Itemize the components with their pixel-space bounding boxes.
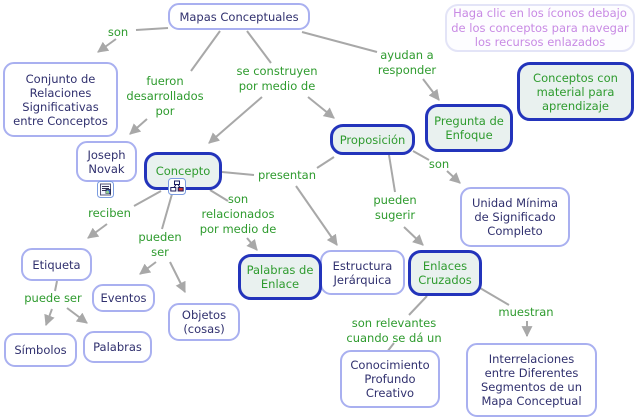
link-mapas-to-seconstruyen bbox=[246, 30, 272, 64]
cmap-resource-icon[interactable] bbox=[168, 178, 186, 199]
instructions-note: Haga clic en los íconos debajo de los co… bbox=[445, 4, 635, 52]
concept-joseph-novak[interactable]: Joseph Novak bbox=[76, 141, 137, 182]
link-reciben-to-etiqueta bbox=[87, 223, 108, 239]
concept-label: Pregunta de Enfoque bbox=[434, 114, 504, 142]
link-presentan-to-estructura bbox=[295, 185, 338, 246]
linking-phrase-muestran: muestran bbox=[498, 305, 554, 319]
concept-label: Eventos bbox=[100, 291, 147, 305]
concept-label: Unidad Mínima de Significado Completo bbox=[471, 196, 559, 238]
linking-phrase-puede-ser: puede ser bbox=[24, 291, 82, 305]
concept-label: Interrelaciones entre Diferentes Segment… bbox=[480, 352, 583, 408]
concept-label: Etiqueta bbox=[32, 257, 81, 272]
link-son-to-conjunto bbox=[97, 38, 117, 53]
link-sonrelacionados-to-palabrasenlace bbox=[246, 237, 258, 251]
link-concepto-to-puedenser bbox=[161, 193, 173, 230]
note-line: Haga clic en los íconos debajo bbox=[453, 6, 627, 21]
concept-interrelaciones[interactable]: Interrelaciones entre Diferentes Segment… bbox=[466, 343, 597, 417]
linking-phrase-son-relevantes: son relevantes cuando se dá un bbox=[346, 316, 442, 345]
concept-label: Palabras de Enlace bbox=[246, 263, 314, 291]
concept-label: Enlaces Cruzados bbox=[418, 259, 472, 287]
note-line: de los conceptos para navegar bbox=[451, 20, 629, 35]
concept-pregunta-de-enfoque[interactable]: Pregunta de Enfoque bbox=[425, 104, 513, 152]
link-seconstruyen-to-concepto bbox=[208, 96, 263, 144]
link-puedenser-to-eventos bbox=[139, 261, 157, 275]
link-concepto-to-reciben bbox=[133, 190, 162, 207]
linking-phrase-pueden-ser: pueden ser bbox=[138, 230, 182, 259]
concept-mapas-conceptuales[interactable]: Mapas Conceptuales bbox=[168, 3, 310, 30]
note-line: los recursos enlazados bbox=[474, 35, 606, 50]
link-mapas-to-son bbox=[135, 27, 169, 31]
linking-phrase-son-1: son bbox=[107, 25, 129, 39]
linking-phrase-presentan: presentan bbox=[257, 168, 317, 182]
legend-label: Conceptos con material para aprendizaje bbox=[533, 70, 618, 113]
concept-unidad-minima[interactable]: Unidad Mínima de Significado Completo bbox=[460, 187, 570, 247]
linking-phrase-se-construyen: se construyen por medio de bbox=[236, 64, 318, 93]
concept-etiqueta[interactable]: Etiqueta bbox=[21, 248, 92, 281]
link-fueron-to-joseph bbox=[129, 118, 148, 135]
link-puedeser-to-simbolos bbox=[44, 308, 55, 327]
link-puedenser-to-objetos bbox=[169, 261, 186, 293]
linking-phrase-fueron-desarrollados: fueron desarrollados por bbox=[126, 74, 204, 118]
link-etiqueta-to-puedeser bbox=[54, 280, 58, 292]
concept-label: Mapas Conceptuales bbox=[179, 9, 299, 24]
legend-concepts-with-material: Conceptos con material para aprendizaje bbox=[517, 62, 634, 121]
link-enlaces-to-sonrelevantes bbox=[408, 295, 428, 316]
concept-eventos[interactable]: Eventos bbox=[92, 284, 155, 312]
concept-estructura-jerarquica[interactable]: Estructura Jerárquica bbox=[320, 250, 405, 295]
linking-phrase-reciben: reciben bbox=[88, 206, 131, 220]
concept-label: Palabras bbox=[93, 340, 142, 354]
link-proposicion-to-presentan bbox=[316, 156, 335, 169]
link-mapas-to-fueron bbox=[190, 30, 221, 72]
concept-label: Estructura Jerárquica bbox=[332, 258, 393, 287]
link-enlaces-to-muestran bbox=[479, 287, 510, 306]
concept-palabras[interactable]: Palabras bbox=[83, 331, 152, 363]
concept-label: Joseph Novak bbox=[87, 147, 126, 176]
linking-phrase-ayudan-a-responder: ayudan a responder bbox=[377, 48, 437, 77]
link-proposicion-to-puedensugerir bbox=[388, 154, 396, 193]
concept-label: Conjunto de Relaciones Significativas en… bbox=[13, 71, 108, 128]
concept-objetos[interactable]: Objetos (cosas) bbox=[168, 303, 240, 341]
concept-concepto[interactable]: Concepto bbox=[144, 152, 222, 190]
concept-enlaces-cruzados[interactable]: Enlaces Cruzados bbox=[408, 250, 482, 296]
linking-phrase-son-relacionados: son relacionados por medio de bbox=[199, 192, 277, 236]
concept-simbolos[interactable]: Símbolos bbox=[4, 333, 77, 367]
concept-conjunto-relaciones[interactable]: Conjunto de Relaciones Significativas en… bbox=[3, 62, 118, 137]
concept-label: Símbolos bbox=[14, 343, 67, 357]
linking-phrase-pueden-sugerir: pueden sugerir bbox=[373, 193, 417, 222]
link-son2-to-unidad bbox=[446, 170, 461, 184]
linking-phrase-son-2: son bbox=[428, 157, 450, 171]
link-puedeser-to-palabras bbox=[66, 307, 88, 324]
link-concepto-to-presentan bbox=[221, 171, 255, 176]
concept-label: Objetos (cosas) bbox=[181, 308, 227, 336]
concept-label: Conocimiento Profundo Creativo bbox=[350, 358, 430, 400]
concept-label: Proposición bbox=[339, 132, 406, 147]
concept-label: Concepto bbox=[155, 164, 211, 178]
link-ayudan-to-pregunta bbox=[422, 78, 440, 101]
link-seconstruyen-to-proposicion bbox=[307, 96, 335, 119]
link-puedensugerir-to-enlaces bbox=[403, 226, 424, 246]
concept-proposicion[interactable]: Proposición bbox=[330, 124, 415, 155]
link-mapas-to-ayudan bbox=[301, 31, 378, 53]
concept-palabras-de-enlace[interactable]: Palabras de Enlace bbox=[238, 254, 322, 300]
concept-conocimiento-profundo[interactable]: Conocimiento Profundo Creativo bbox=[340, 350, 440, 408]
document-resource-icon[interactable] bbox=[97, 181, 114, 202]
